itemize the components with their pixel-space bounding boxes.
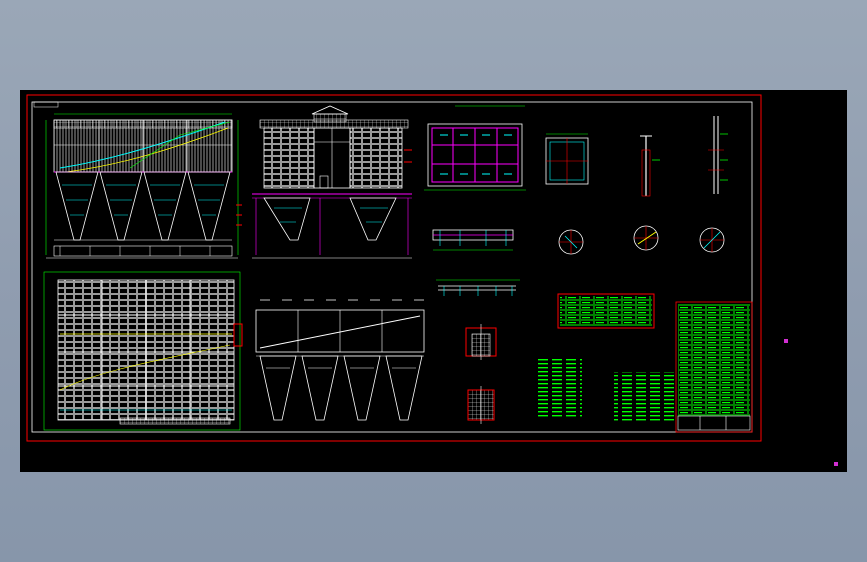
technical-notes-right (614, 372, 674, 422)
circle-detail-1 (558, 229, 584, 255)
column-detail-view (640, 135, 660, 197)
sheet-tag (33, 101, 59, 108)
technical-notes-left (534, 358, 582, 418)
grip-corner[interactable] (834, 462, 838, 466)
cross-section-detail (436, 279, 520, 296)
section-view (255, 299, 425, 421)
grip-right[interactable] (784, 339, 788, 343)
circle-detail-2 (633, 225, 659, 251)
parameter-table (557, 293, 655, 329)
cad-model-viewport[interactable] (20, 90, 847, 472)
circle-detail-3 (699, 227, 725, 253)
title-block (675, 301, 753, 433)
plate-detail-view (545, 133, 589, 185)
front-elevation-view (45, 113, 242, 259)
side-elevation-view (252, 105, 412, 259)
plan-view (43, 271, 243, 431)
beam-section-view (432, 229, 514, 251)
roof-plan-view (424, 105, 526, 191)
pipe-detail-view (708, 116, 728, 194)
outer-frame (26, 94, 762, 442)
foundation-detail-1 (465, 324, 497, 360)
inner-border (31, 101, 753, 433)
foundation-detail-2 (467, 386, 495, 424)
drawing-sheet (26, 94, 762, 442)
